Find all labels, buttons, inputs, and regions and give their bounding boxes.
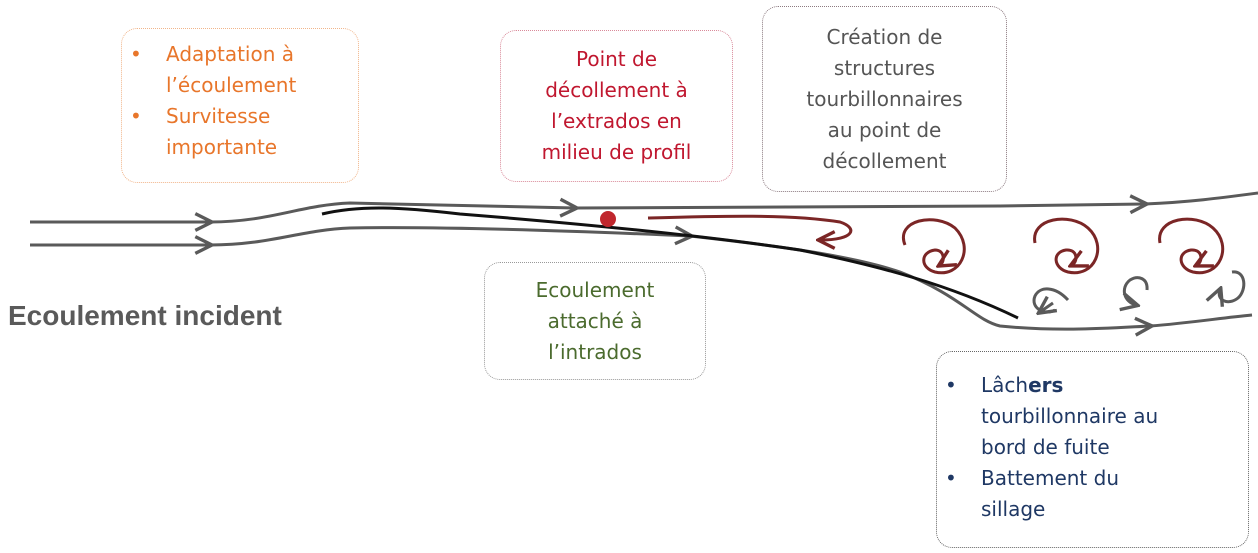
vortex-creation-text: décollement [822,148,947,173]
separation-text: milieu de profil [541,140,692,164]
separated-flow-line [647,214,853,240]
adaptation-item: • Adaptation à l’écoulement [122,39,358,101]
upper-streamline [209,191,1258,224]
lachers-bold-text: ers [1028,373,1064,397]
bullet-icon: • [945,466,957,490]
adaptation-list: • Adaptation à l’écoulement • Survitesse… [122,39,358,163]
vortex-shedding-list: • Lâchers tourbillonnaire au bord de fui… [937,370,1248,525]
separation-text: Point de [575,47,657,71]
vortex-shedding-item: • Battement du sillage [937,463,1248,525]
vortex-shedding-text: sillage [981,497,1046,521]
attached-flow-text: attaché à [547,308,643,333]
vortex-shedding-text: tourbillonnaire au [981,404,1159,428]
vortex-creation-text: au point de [827,117,942,142]
separation-text: décollement à [545,78,688,102]
incident-streamlines [30,222,210,245]
lachers-plain-text: Lâch [981,373,1029,397]
vortex-creation-text: structures [833,55,936,80]
attached-flow-text: Ecoulement [535,277,655,302]
adaptation-text: Adaptation à [166,42,294,66]
adaptation-text: l’écoulement [166,73,297,97]
separation-point-box: Point de décollement à l’extrados en mil… [500,30,733,182]
vortex-shedding-item: • Lâchers tourbillonnaire au bord de fui… [937,370,1248,463]
separation-text: l’extrados en [551,109,682,133]
wake-vortices [1032,270,1246,312]
vortex-creation-text: Création de [826,24,943,49]
upper-vortices [901,217,1225,275]
vortex-shedding-text: bord de fuite [981,435,1110,459]
attached-flow-text: l’intrados [548,339,642,364]
attached-flow-box: Ecoulement attaché à l’intrados [484,262,706,380]
incident-flow-label: Ecoulement incident [8,300,282,331]
adaptation-item: • Survitesse importante [122,101,358,163]
airfoil-profile [321,206,1019,320]
vortex-shedding-text: Battement du [981,466,1119,490]
bullet-icon: • [130,104,142,128]
adaptation-text: importante [166,135,278,159]
bullet-icon: • [945,373,957,397]
vortex-shedding-text: Lâchers [981,370,1248,401]
vortex-creation-text: tourbillonnaires [806,86,963,111]
vortex-creation-box: Création de structures tourbillonnaires … [762,6,1007,192]
vortex-shedding-box: • Lâchers tourbillonnaire au bord de fui… [936,351,1249,548]
adaptation-text: Survitesse [166,104,271,128]
adaptation-box: • Adaptation à l’écoulement • Survitesse… [121,28,359,183]
bullet-icon: • [130,42,142,66]
separation-point [600,211,616,227]
